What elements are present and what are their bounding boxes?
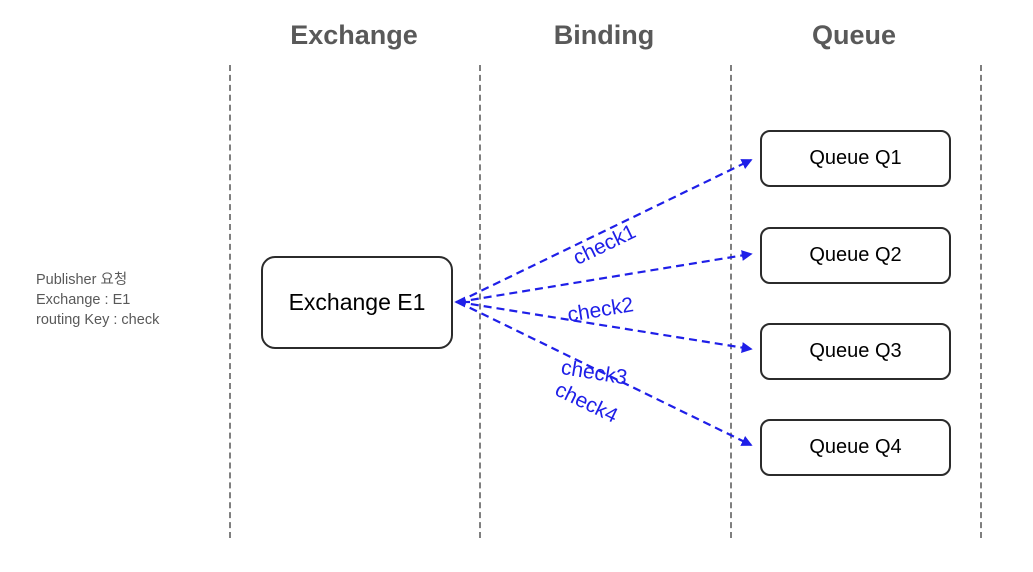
queue-node-q4[interactable]: Queue Q4 bbox=[760, 419, 951, 476]
publisher-request-line-1: Publisher 요청 bbox=[36, 272, 128, 288]
column-title-exchange: Exchange bbox=[290, 20, 418, 50]
queue-node-q2[interactable]: Queue Q2 bbox=[760, 227, 951, 284]
queue-node-q1[interactable]: Queue Q1 bbox=[760, 130, 951, 187]
publisher-request-note: Publisher 요청 Exchange : E1 routing Key :… bbox=[36, 270, 159, 330]
exchange-node-e1[interactable]: Exchange E1 bbox=[261, 256, 453, 349]
binding-label-check2: check2 bbox=[565, 293, 636, 327]
publisher-request-line-2: Exchange : E1 bbox=[36, 292, 131, 308]
publisher-request-line-3: routing Key : check bbox=[36, 312, 160, 328]
binding-arrow-check2 bbox=[457, 250, 753, 304]
column-title-binding: Binding bbox=[553, 20, 655, 50]
separator-line-2 bbox=[479, 65, 481, 538]
queue-node-q3[interactable]: Queue Q3 bbox=[760, 323, 951, 380]
separator-line-4 bbox=[980, 65, 982, 538]
separator-line-3 bbox=[730, 65, 732, 538]
binding-label-check1: check1 bbox=[569, 220, 640, 270]
column-title-queue: Queue bbox=[811, 20, 897, 50]
separator-line-1 bbox=[229, 65, 231, 538]
